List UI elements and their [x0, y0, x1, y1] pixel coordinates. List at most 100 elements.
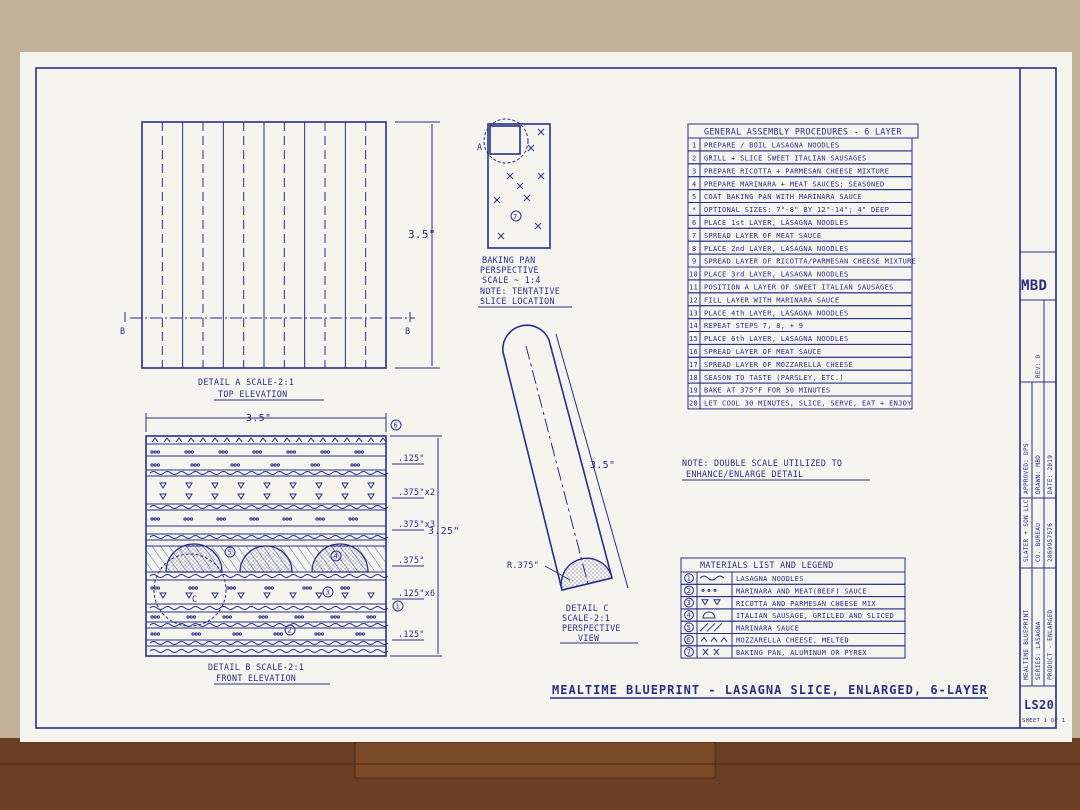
legend-number: 3 [687, 599, 692, 607]
mozzarella-symbol [259, 437, 267, 443]
assembly-header: GENERAL ASSEMBLY PROCEDURES - 6 LAYER [704, 127, 902, 137]
meat-sauce-dot [153, 632, 157, 636]
noodle-symbol [205, 505, 221, 509]
meat-sauce-dot [156, 463, 160, 467]
assembly-step-number: 1 [692, 142, 697, 150]
layer-callout: 3 [322, 586, 334, 598]
detail-b-subtitle: FRONT ELEVATION [216, 673, 296, 683]
noodle-symbol [219, 649, 235, 653]
meat-sauce-dot [150, 517, 154, 521]
noodle-symbol [191, 471, 207, 475]
legend-symbol [700, 636, 728, 642]
layer-callout-number: 1 [396, 603, 401, 611]
meat-sauce-dot [308, 586, 312, 590]
noodle-symbol [261, 505, 277, 509]
legend-symbol [701, 599, 721, 606]
assembly-step-number: 9 [692, 258, 697, 266]
noodle-symbol [177, 606, 193, 610]
noodle-symbol [317, 574, 333, 578]
assembly-step-number: 8 [692, 245, 697, 253]
meat-sauce-dot [190, 450, 194, 454]
noodle-symbol [331, 574, 347, 578]
ricotta-symbol [289, 493, 297, 500]
ricotta-symbol [211, 493, 219, 500]
layer-dimension: .125"x6 [398, 588, 435, 598]
meat-sauce-dot [292, 450, 296, 454]
noodle-symbol [275, 606, 291, 610]
meat-sauce-dot [236, 463, 240, 467]
noodle-symbol [205, 641, 221, 645]
noodle-symbol [289, 535, 305, 539]
assembly-step-text: GRILL + SLICE SWEET ITALIAN SAUSAGES [704, 155, 867, 163]
ricotta-symbol [315, 482, 323, 489]
meat-sauce-dot [188, 586, 192, 590]
layer-callout: 6 [390, 419, 402, 431]
noodle-symbol [261, 641, 277, 645]
ricotta-symbol [315, 493, 323, 500]
assembly-step-text: BAKE AT 375°F FOR 50 MINUTES [704, 387, 830, 395]
noodle-symbol [317, 606, 333, 610]
meat-sauce-dot [333, 615, 337, 619]
meat-sauce-dot [194, 632, 198, 636]
mozzarella-symbol [199, 437, 207, 443]
assembly-step-text: REPEAT STEPS 7, 8, + 9 [704, 322, 803, 330]
noodle-symbol [289, 623, 305, 627]
assembly-step-text: PREPARE MARINARA + MEAT SAUCES; SEASONED [704, 180, 885, 188]
meat-sauce-dot [366, 615, 370, 619]
monogram: MBD [1021, 278, 1047, 294]
meat-sauce-dot [300, 615, 304, 619]
meat-sauce-dot [336, 615, 340, 619]
assembly-step-number: 17 [689, 361, 698, 369]
legend-text: MOZZARELLA CHEESE, MELTED [736, 637, 849, 645]
ricotta-symbol [211, 482, 219, 489]
meat-sauce-dot [219, 517, 223, 521]
detail-a-subtitle: TOP ELEVATION [218, 389, 287, 399]
ricotta-symbol [263, 592, 271, 599]
noodle-symbol [373, 505, 389, 509]
assembly-step-text: PLACE 6th LAYER, LASAGNA NOODLES [704, 335, 848, 343]
noodle-lines [161, 122, 367, 368]
noodle-symbol [317, 505, 333, 509]
assembly-step-text: SPREAD LAYER OF MEAT SAUCE [704, 232, 821, 240]
assembly-step-text: PLACE 4th LAYER, LASAGNA NOODLES [704, 309, 848, 317]
noodle-symbol [331, 535, 347, 539]
legend-number: 7 [687, 648, 692, 656]
noodle-symbol [289, 606, 305, 610]
assembly-step-number: 14 [689, 322, 698, 330]
meat-sauce-dot [233, 463, 237, 467]
legend-number: 2 [687, 587, 692, 595]
layer-callout-number: 4 [334, 553, 339, 561]
meat-sauce-dot [183, 517, 187, 521]
noodle-symbol [247, 574, 263, 578]
legend-symbol [699, 575, 725, 581]
meat-sauce-dot [321, 517, 325, 521]
x-mark [497, 232, 505, 240]
mozzarella-symbol [343, 437, 351, 443]
sausage-slice-3 [311, 543, 369, 573]
noodle-symbol [163, 641, 179, 645]
legend-header: MATERIALS LIST AND LEGEND [700, 560, 834, 570]
layer-callout-number: 6 [394, 422, 399, 430]
noodle-symbol [233, 471, 249, 475]
meat-sauce-dot [150, 450, 154, 454]
noodle-symbol [289, 649, 305, 653]
meat-sauce-dot [270, 463, 274, 467]
assembly-step-number: 19 [689, 387, 698, 395]
noodle-symbol [303, 606, 319, 610]
mozzarella-symbol [319, 437, 327, 443]
assembly-step-text: SPREAD LAYER OF MOZZARELLA CHEESE [704, 361, 853, 369]
ricotta-symbol [263, 493, 271, 500]
mozzarella-symbol [163, 437, 171, 443]
layer-dimension: .375" [398, 555, 425, 565]
ricotta-symbol [263, 482, 271, 489]
ricotta-symbol [341, 482, 349, 489]
meat-sauce-dot [276, 632, 280, 636]
noodle-symbol [247, 623, 263, 627]
meat-sauce-dot [323, 450, 327, 454]
detail-c-line4: VIEW [578, 633, 600, 643]
assembly-step-text: FILL LAYER WITH MARINARA SAUCE [704, 296, 839, 304]
noodle-symbol [163, 535, 179, 539]
noodle-symbol [317, 623, 333, 627]
